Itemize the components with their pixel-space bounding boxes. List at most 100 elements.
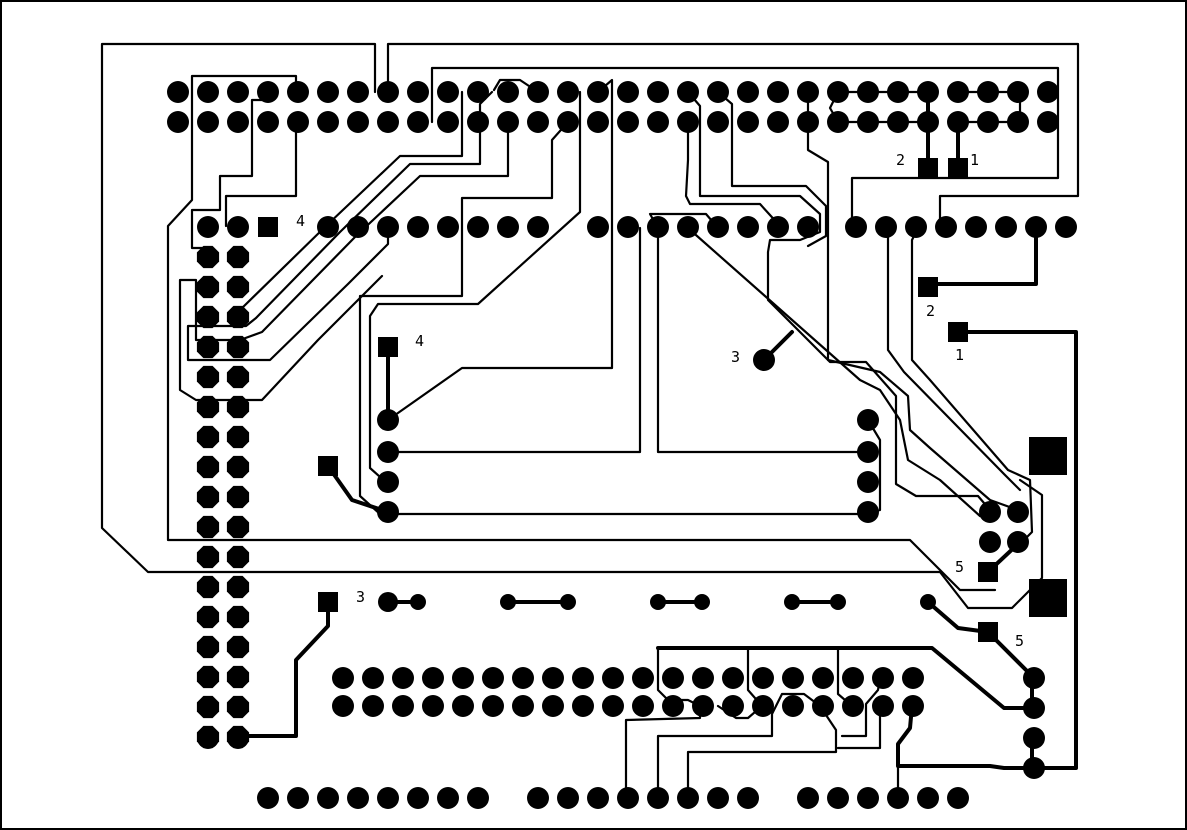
lower-header-pad <box>602 667 624 689</box>
pad-4-square <box>378 337 398 357</box>
header-pad <box>917 111 939 133</box>
lower-header-pad <box>872 667 894 689</box>
column-pad <box>226 305 250 329</box>
header-pad <box>977 111 999 133</box>
bottom-connector-pad <box>437 787 459 809</box>
trace <box>656 692 822 800</box>
cluster-pad <box>979 501 1001 523</box>
bottom-connector-pad <box>317 787 339 809</box>
lower-header-pad <box>842 667 864 689</box>
right-column-pad <box>1023 727 1045 749</box>
cluster-pad <box>1007 501 1029 523</box>
header-pad <box>797 111 819 133</box>
right-column-pad <box>857 471 879 493</box>
lower-header-pad <box>572 667 594 689</box>
header-pad <box>617 111 639 133</box>
bottom-connector-pad <box>617 787 639 809</box>
label-pad-5-upper: 5 <box>955 558 964 576</box>
lower-header-pad <box>512 695 534 717</box>
header-pad <box>197 111 219 133</box>
header-pad <box>767 111 789 133</box>
column-pad <box>196 575 220 599</box>
trace <box>236 600 330 738</box>
lower-header-pad <box>482 667 504 689</box>
label-pad-1-right: 1 <box>955 346 964 364</box>
connector-pad <box>797 216 819 238</box>
resistor-pad <box>410 594 426 610</box>
label-jumper-1: 1 <box>970 151 979 169</box>
lower-header-pad <box>662 695 684 717</box>
lower-header-pad <box>572 695 594 717</box>
resistor-pad <box>694 594 710 610</box>
column-pad <box>226 485 250 509</box>
column-pad <box>196 245 220 269</box>
pad-square <box>318 456 338 476</box>
component-pads <box>167 81 1077 809</box>
connector-pad <box>527 216 549 238</box>
bottom-connector-pad <box>257 787 279 809</box>
large-square-pad <box>1029 437 1067 475</box>
label-jumper-2: 2 <box>896 151 905 169</box>
lower-header-pad <box>452 667 474 689</box>
trace <box>956 330 1078 770</box>
connector-pad <box>197 216 219 238</box>
bottom-connector-pad <box>467 787 489 809</box>
column-pad <box>196 455 220 479</box>
header-pad <box>437 111 459 133</box>
column-pad <box>196 395 220 419</box>
lower-header-pad <box>332 667 354 689</box>
bottom-connector-pad <box>857 787 879 809</box>
right-column-pad <box>1023 697 1045 719</box>
resistor-pad <box>500 594 516 610</box>
trace <box>186 90 494 362</box>
trace <box>326 464 390 514</box>
pad-5-square <box>978 622 998 642</box>
bottom-connector-pad <box>407 787 429 809</box>
column-pad <box>226 665 250 689</box>
connector-pad <box>995 216 1017 238</box>
header-pad <box>287 111 309 133</box>
connector-pad <box>677 216 699 238</box>
bottom-connector-pad <box>677 787 699 809</box>
resistor-pad <box>784 594 800 610</box>
label-pad-2-right: 2 <box>926 302 935 320</box>
header-pad <box>347 81 369 103</box>
header-pad <box>1037 111 1059 133</box>
connector-pad <box>707 216 729 238</box>
trace <box>910 226 1034 548</box>
lower-header-pad <box>542 667 564 689</box>
header-pad <box>347 111 369 133</box>
jumper-2-square <box>918 158 938 178</box>
connector-pad <box>377 216 399 238</box>
lower-header-pad <box>632 667 654 689</box>
header-pad <box>1007 111 1029 133</box>
header-pad <box>1007 81 1029 103</box>
connector-pad <box>497 216 519 238</box>
connector-pad <box>227 216 249 238</box>
label-pad-3-left: 3 <box>356 588 365 606</box>
resistor-pad <box>650 594 666 610</box>
header-pad <box>707 81 729 103</box>
trace <box>100 42 1044 610</box>
lower-header-pad <box>842 695 864 717</box>
header-pad <box>317 81 339 103</box>
lower-header-pad <box>542 695 564 717</box>
header-pad <box>557 81 579 103</box>
connector-pad <box>647 216 669 238</box>
trace <box>386 78 614 422</box>
label-pad-4-mid: 4 <box>415 332 424 350</box>
header-pad <box>677 81 699 103</box>
column-pad <box>196 305 220 329</box>
trace <box>926 226 1038 286</box>
bottom-connector-pad <box>737 787 759 809</box>
label-pad-3-center: 3 <box>731 348 740 366</box>
column-pad <box>226 695 250 719</box>
lower-header-pad <box>422 695 444 717</box>
right-column-pad <box>857 501 879 523</box>
trace <box>686 90 992 512</box>
lower-header-pad <box>332 695 354 717</box>
lower-header-pad <box>632 695 654 717</box>
column-pad <box>226 605 250 629</box>
connector-pad <box>1025 216 1047 238</box>
header-pad <box>287 81 309 103</box>
